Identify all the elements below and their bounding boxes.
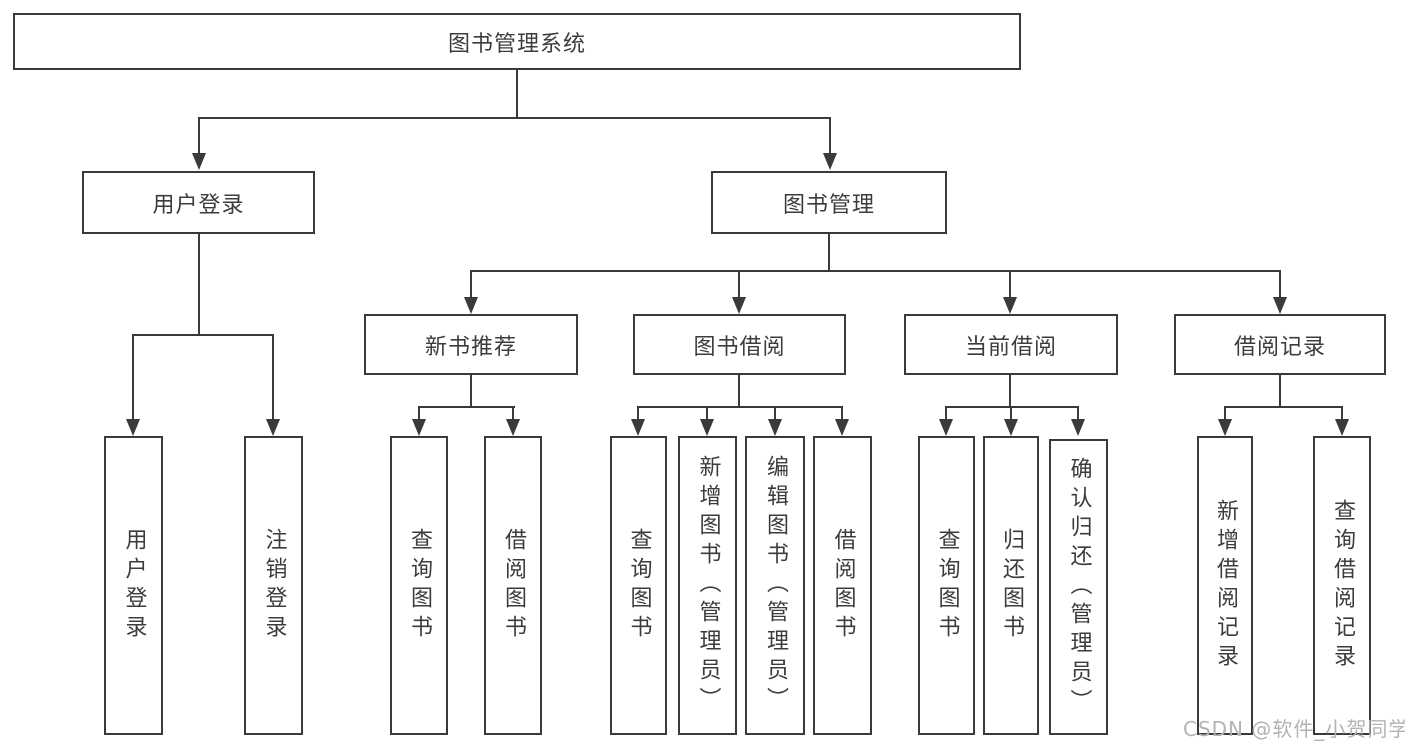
leaf-user-login: 用户登录 (104, 436, 163, 735)
node-book-borrow: 图书借阅 (633, 314, 846, 375)
connector-borrow-drop (706, 406, 708, 420)
connector-borrow-drop (841, 406, 843, 420)
leaf-logout: 注销登录 (244, 436, 303, 735)
connector-root-drop (198, 117, 200, 154)
connector-recommend-drop (512, 406, 514, 420)
connector-recommend-stem (470, 374, 472, 408)
arrow-down-icon (192, 153, 206, 170)
connector-current-bus (945, 406, 1079, 408)
connector-bookmgmt-drop (1279, 270, 1281, 298)
arrow-down-icon (464, 297, 478, 314)
arrow-down-icon (1003, 297, 1017, 314)
node-current-borrow: 当前借阅 (904, 314, 1118, 375)
arrow-down-icon (506, 419, 520, 436)
connector-bookmgmt-bus (470, 270, 1281, 272)
arrow-down-icon (939, 419, 953, 436)
leaf-current-query-books: 查询图书 (918, 436, 975, 735)
connector-current-drop (1010, 406, 1012, 420)
leaf-recommend-query-books: 查询图书 (390, 436, 448, 735)
arrow-down-icon (1273, 297, 1287, 314)
connector-borrow-bus (637, 406, 843, 408)
connector-root-stem (516, 69, 518, 119)
node-user-login: 用户登录 (82, 171, 315, 234)
arrow-down-icon (412, 419, 426, 436)
arrow-down-icon (700, 419, 714, 436)
arrow-down-icon (1071, 419, 1085, 436)
connector-current-drop (1077, 406, 1079, 420)
arrow-down-icon (732, 297, 746, 314)
leaf-borrow-borrow-books: 借阅图书 (813, 436, 872, 735)
arrow-down-icon (1335, 419, 1349, 436)
connector-record-drop (1341, 406, 1343, 420)
csdn-watermark: CSDN @软件_小贺同学 (1183, 717, 1405, 741)
node-new-book-recommend: 新书推荐 (364, 314, 578, 375)
leaf-borrow-add-books-admin: 新增图书（管理员） (678, 436, 737, 735)
connector-root-drop (829, 117, 831, 154)
connector-userlogin-drop (272, 334, 274, 419)
leaf-current-return-books: 归还图书 (983, 436, 1039, 735)
leaf-borrow-edit-books-admin: 编辑图书（管理员） (745, 436, 805, 735)
connector-recommend-drop (418, 406, 420, 420)
connector-bookmgmt-stem (828, 232, 830, 272)
arrow-down-icon (126, 419, 140, 436)
arrow-down-icon (1218, 419, 1232, 436)
connector-bookmgmt-drop (1009, 270, 1011, 298)
connector-root-bus (198, 117, 831, 119)
arrow-down-icon (835, 419, 849, 436)
arrow-down-icon (768, 419, 782, 436)
connector-record-stem (1279, 374, 1281, 408)
node-borrow-record: 借阅记录 (1174, 314, 1386, 375)
arrow-down-icon (266, 419, 280, 436)
leaf-borrow-query-books: 查询图书 (610, 436, 667, 735)
arrow-down-icon (631, 419, 645, 436)
leaf-record-add-borrow-record: 新增借阅记录 (1197, 436, 1253, 735)
connector-current-drop (945, 406, 947, 420)
leaf-record-query-borrow-record: 查询借阅记录 (1313, 436, 1371, 735)
connector-record-bus (1224, 406, 1343, 408)
node-root: 图书管理系统 (13, 13, 1021, 70)
leaf-current-confirm-return-admin: 确认归还（管理员） (1049, 439, 1108, 735)
connector-borrow-stem (738, 374, 740, 408)
leaf-recommend-borrow-books: 借阅图书 (484, 436, 542, 735)
connector-borrow-drop (637, 406, 639, 420)
connector-current-stem (1009, 374, 1011, 408)
connector-bookmgmt-drop (738, 270, 740, 298)
connector-bookmgmt-drop (470, 270, 472, 298)
connector-userlogin-stem (198, 232, 200, 336)
connector-userlogin-drop (132, 334, 134, 419)
connector-recommend-bus (418, 406, 515, 408)
connector-record-drop (1224, 406, 1226, 420)
arrow-down-icon (1004, 419, 1018, 436)
node-book-management: 图书管理 (711, 171, 947, 234)
connector-userlogin-bus (132, 334, 274, 336)
arrow-down-icon (823, 153, 837, 170)
connector-borrow-drop (774, 406, 776, 420)
